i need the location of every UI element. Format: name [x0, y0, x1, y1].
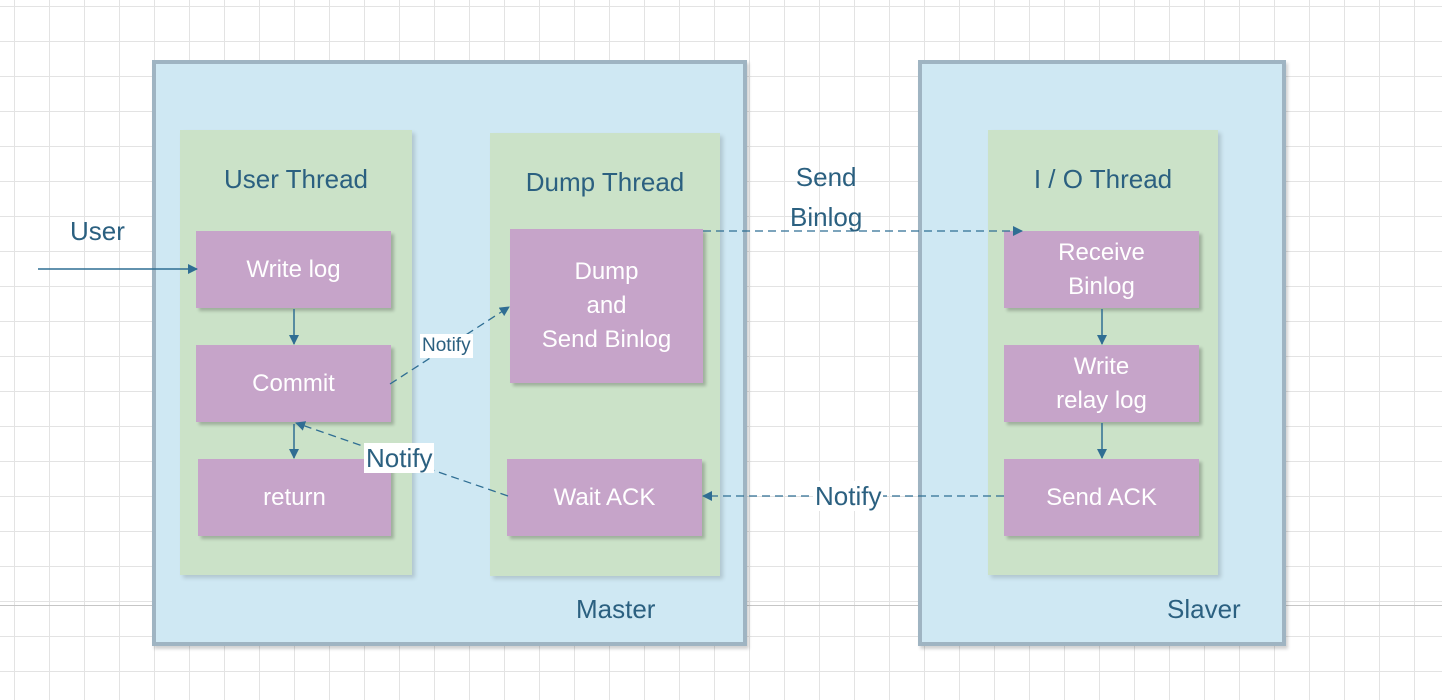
wait-ack-to-commit-notify-arrow [295, 421, 509, 497]
notify-wait-to-commit-label: Notify [364, 443, 435, 473]
io-thread-title: I / O Thread [1033, 164, 1173, 194]
notify-ack-label: Notify [813, 481, 884, 511]
send-ack-box: Send ACK [1004, 459, 1199, 536]
send-binlog-label: Send Binlog [790, 162, 863, 232]
user-label: User [70, 216, 125, 246]
user-thread-title: User Thread [223, 164, 369, 194]
notify-commit-to-dump-label: Notify [420, 334, 473, 358]
master-label: Master [576, 594, 656, 624]
dump-send-binlog-box: Dump and Send Binlog [510, 229, 703, 383]
dump-thread-title: Dump Thread [525, 167, 685, 197]
commit-box: Commit [196, 345, 391, 422]
wait-ack-box: Wait ACK [507, 459, 702, 536]
receive-binlog-box: Receive Binlog [1004, 231, 1199, 308]
slaver-label: Slaver [1167, 594, 1241, 624]
write-log-box: Write log [196, 231, 391, 308]
return-box: return [198, 459, 391, 536]
write-relay-log-box: Write relay log [1004, 345, 1199, 422]
